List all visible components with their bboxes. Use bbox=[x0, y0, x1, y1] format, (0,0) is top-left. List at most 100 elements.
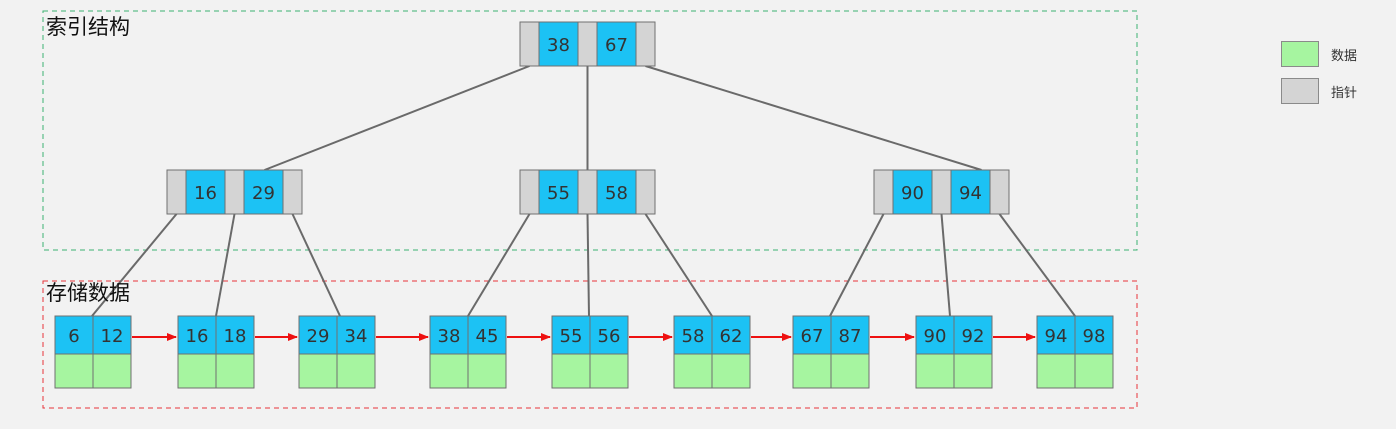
leaf-key-label: 56 bbox=[598, 326, 621, 347]
leaf-key-label: 87 bbox=[839, 326, 862, 347]
key-cell bbox=[538, 169, 579, 215]
leaf-data-cell bbox=[298, 353, 338, 389]
legend-swatch-data bbox=[1281, 41, 1319, 67]
leaf-key-cell bbox=[429, 315, 469, 355]
leaf-node: 94 98 bbox=[1036, 315, 1114, 389]
leaf-data-cell bbox=[54, 353, 94, 389]
leaf-node: 67 87 bbox=[792, 315, 870, 389]
pointer-cell bbox=[577, 21, 598, 67]
pointer-cell bbox=[635, 21, 656, 67]
leaf-node: 90 92 bbox=[915, 315, 993, 389]
storage-data-title: 存储数据 bbox=[46, 281, 130, 305]
key-label: 58 bbox=[605, 183, 628, 204]
leaf-key-label: 18 bbox=[224, 326, 247, 347]
key-label: 55 bbox=[547, 183, 570, 204]
leaf-node: 58 62 bbox=[673, 315, 751, 389]
leaf-data-cell bbox=[92, 353, 132, 389]
leaf-key-label: 45 bbox=[476, 326, 499, 347]
key-cell bbox=[538, 21, 579, 67]
key-label: 38 bbox=[547, 35, 570, 56]
leaf-data-cell bbox=[915, 353, 955, 389]
leaf-data-cell bbox=[429, 353, 469, 389]
pointer-cell bbox=[931, 169, 952, 215]
leaf-data-cell bbox=[467, 353, 507, 389]
pointer-cell bbox=[989, 169, 1010, 215]
index-structure-title: 索引结构 bbox=[46, 15, 130, 39]
key-cell bbox=[243, 169, 284, 215]
leaf-key-cell bbox=[830, 315, 870, 355]
leaf-key-label: 16 bbox=[186, 326, 209, 347]
storage-data-region bbox=[42, 280, 1138, 409]
key-cell bbox=[892, 169, 933, 215]
leaf-key-cell bbox=[711, 315, 751, 355]
leaf-key-cell bbox=[92, 315, 132, 355]
leaf-data-cell bbox=[1036, 353, 1076, 389]
legend-item-data: 数据 bbox=[1281, 41, 1357, 67]
pointer-cell bbox=[635, 169, 656, 215]
leaf-key-cell bbox=[1036, 315, 1076, 355]
tree-edges bbox=[91, 65, 1076, 317]
leaf-key-label: 12 bbox=[101, 326, 124, 347]
leaf-key-label: 94 bbox=[1045, 326, 1068, 347]
key-label: 67 bbox=[605, 35, 628, 56]
leaf-node: 29 34 bbox=[298, 315, 376, 389]
root-node: 38 67 bbox=[519, 21, 656, 67]
leaf-key-label: 67 bbox=[801, 326, 824, 347]
key-label: 16 bbox=[194, 183, 217, 204]
leaf-key-cell bbox=[336, 315, 376, 355]
internal-node: 90 94 bbox=[873, 169, 1010, 215]
leaf-data-cell bbox=[953, 353, 993, 389]
key-label: 90 bbox=[901, 183, 924, 204]
tree-edge bbox=[586, 213, 590, 317]
leaf-data-cell bbox=[336, 353, 376, 389]
leaf-key-label: 55 bbox=[560, 326, 583, 347]
leaf-data-cell bbox=[792, 353, 832, 389]
leaf-node: 55 56 bbox=[551, 315, 629, 389]
leaf-data-cell bbox=[711, 353, 751, 389]
leaf-data-cell bbox=[589, 353, 629, 389]
leaf-key-label: 34 bbox=[345, 326, 368, 347]
legend-label-pointer: 指针 bbox=[1331, 85, 1358, 101]
pointer-cell bbox=[577, 169, 598, 215]
key-cell bbox=[950, 169, 991, 215]
pointer-cell bbox=[282, 169, 303, 215]
leaf-node: 38 45 bbox=[429, 315, 507, 389]
leaf-key-label: 98 bbox=[1083, 326, 1106, 347]
legend-label-data: 数据 bbox=[1331, 48, 1358, 64]
leaf-data-cell bbox=[1074, 353, 1114, 389]
leaf-key-label: 62 bbox=[720, 326, 743, 347]
tree-edge bbox=[291, 213, 341, 317]
leaf-key-label: 90 bbox=[924, 326, 947, 347]
legend-swatch-pointer bbox=[1281, 78, 1319, 104]
tree-edge bbox=[645, 65, 982, 171]
pointer-cell bbox=[519, 21, 540, 67]
pointer-cell bbox=[519, 169, 540, 215]
leaf-key-label: 29 bbox=[307, 326, 330, 347]
key-cell bbox=[185, 169, 226, 215]
tree-edge bbox=[644, 213, 713, 317]
key-label: 94 bbox=[959, 183, 982, 204]
internal-node: 55 58 bbox=[519, 169, 656, 215]
tree-edge bbox=[467, 213, 531, 317]
pointer-cell bbox=[224, 169, 245, 215]
leaf-key-cell bbox=[467, 315, 507, 355]
leaf-data-cell bbox=[215, 353, 255, 389]
leaf-key-cell bbox=[1074, 315, 1114, 355]
tree-edge bbox=[215, 213, 236, 317]
key-cell bbox=[596, 21, 637, 67]
legend-item-pointer: 指针 bbox=[1281, 78, 1357, 104]
key-label: 29 bbox=[252, 183, 275, 204]
pointer-cell bbox=[166, 169, 187, 215]
tree-edge bbox=[829, 213, 885, 317]
leaf-key-cell bbox=[589, 315, 629, 355]
leaf-key-label: 92 bbox=[962, 326, 985, 347]
leaf-key-label: 38 bbox=[438, 326, 461, 347]
tree-edge bbox=[91, 213, 178, 317]
leaf-key-label: 58 bbox=[682, 326, 705, 347]
leaf-data-cell bbox=[673, 353, 713, 389]
pointer-cell bbox=[873, 169, 894, 215]
